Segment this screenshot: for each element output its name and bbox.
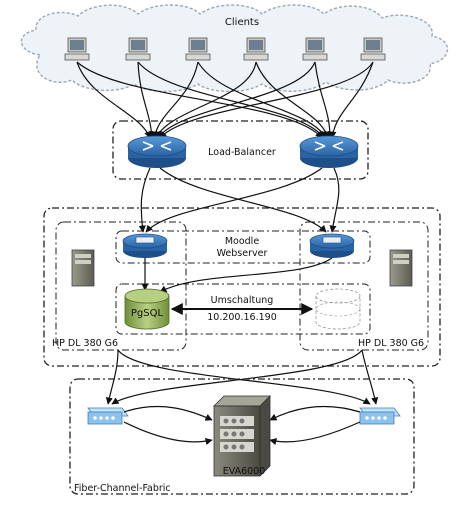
client-links (76, 61, 374, 139)
server-right-label: HP DL 380 G6 (358, 338, 424, 349)
computer-terminal-icon (360, 37, 386, 61)
fc-switch-left (87, 407, 129, 425)
pgsql-label: PgSQL (131, 308, 164, 319)
router-icon (127, 135, 187, 168)
webserver-icon (122, 233, 168, 258)
eva-storage (213, 395, 271, 477)
router-left (127, 135, 187, 168)
webserver-right (309, 233, 355, 258)
standby-database (315, 288, 361, 330)
switch-storage-links (123, 405, 361, 446)
server-tower-icon (389, 249, 413, 287)
failover-label-line1: Umschaltung (211, 295, 274, 306)
clients-cloud (20, 4, 449, 93)
database-group (115, 283, 371, 335)
failover-label-line2: 10.200.16.190 (207, 312, 277, 323)
computer-terminal-icon (125, 37, 151, 61)
moodle-group (115, 230, 371, 264)
client-6 (360, 37, 386, 61)
webserver-icon (309, 233, 355, 258)
client-5 (302, 37, 328, 61)
fc-switch-icon (359, 407, 401, 425)
lb-links (138, 167, 340, 233)
server-left-box (55, 221, 187, 351)
server-left-label: HP DL 380 G6 (52, 338, 118, 349)
storage-label: EVA6000 (223, 466, 266, 477)
client-4 (243, 37, 269, 61)
client-3 (185, 37, 211, 61)
server-tower-left (71, 249, 95, 287)
client-2 (125, 37, 151, 61)
webserver-left (122, 233, 168, 258)
server-tower-right (389, 249, 413, 287)
router-right (299, 135, 359, 168)
clients-label: Clients (225, 17, 259, 28)
fabric-label: Fiber-Channel-Fabric (74, 483, 171, 494)
database-cylinder-icon (124, 288, 170, 330)
computer-terminal-icon (302, 37, 328, 61)
storage-array-icon (213, 395, 271, 477)
server-switch-links (105, 349, 379, 405)
database-cylinder-icon (315, 288, 361, 330)
fabric-group (69, 378, 415, 495)
load-balancer-group (112, 120, 369, 180)
computer-terminal-icon (185, 37, 211, 61)
fc-switch-icon (87, 407, 129, 425)
pgsql-database (124, 288, 170, 330)
fc-switch-right (359, 407, 401, 425)
client-1 (64, 37, 90, 61)
server-tower-icon (71, 249, 95, 287)
load-balancer-label: Load-Balancer (208, 147, 276, 158)
moodle-label-line2: Webserver (217, 248, 268, 259)
webserver-db-links (141, 257, 333, 293)
router-icon (299, 135, 359, 168)
server-right-box (299, 221, 429, 351)
computer-terminal-icon (64, 37, 90, 61)
moodle-label-line1: Moodle (225, 236, 259, 247)
computer-terminal-icon (243, 37, 269, 61)
server-cluster (43, 207, 441, 367)
